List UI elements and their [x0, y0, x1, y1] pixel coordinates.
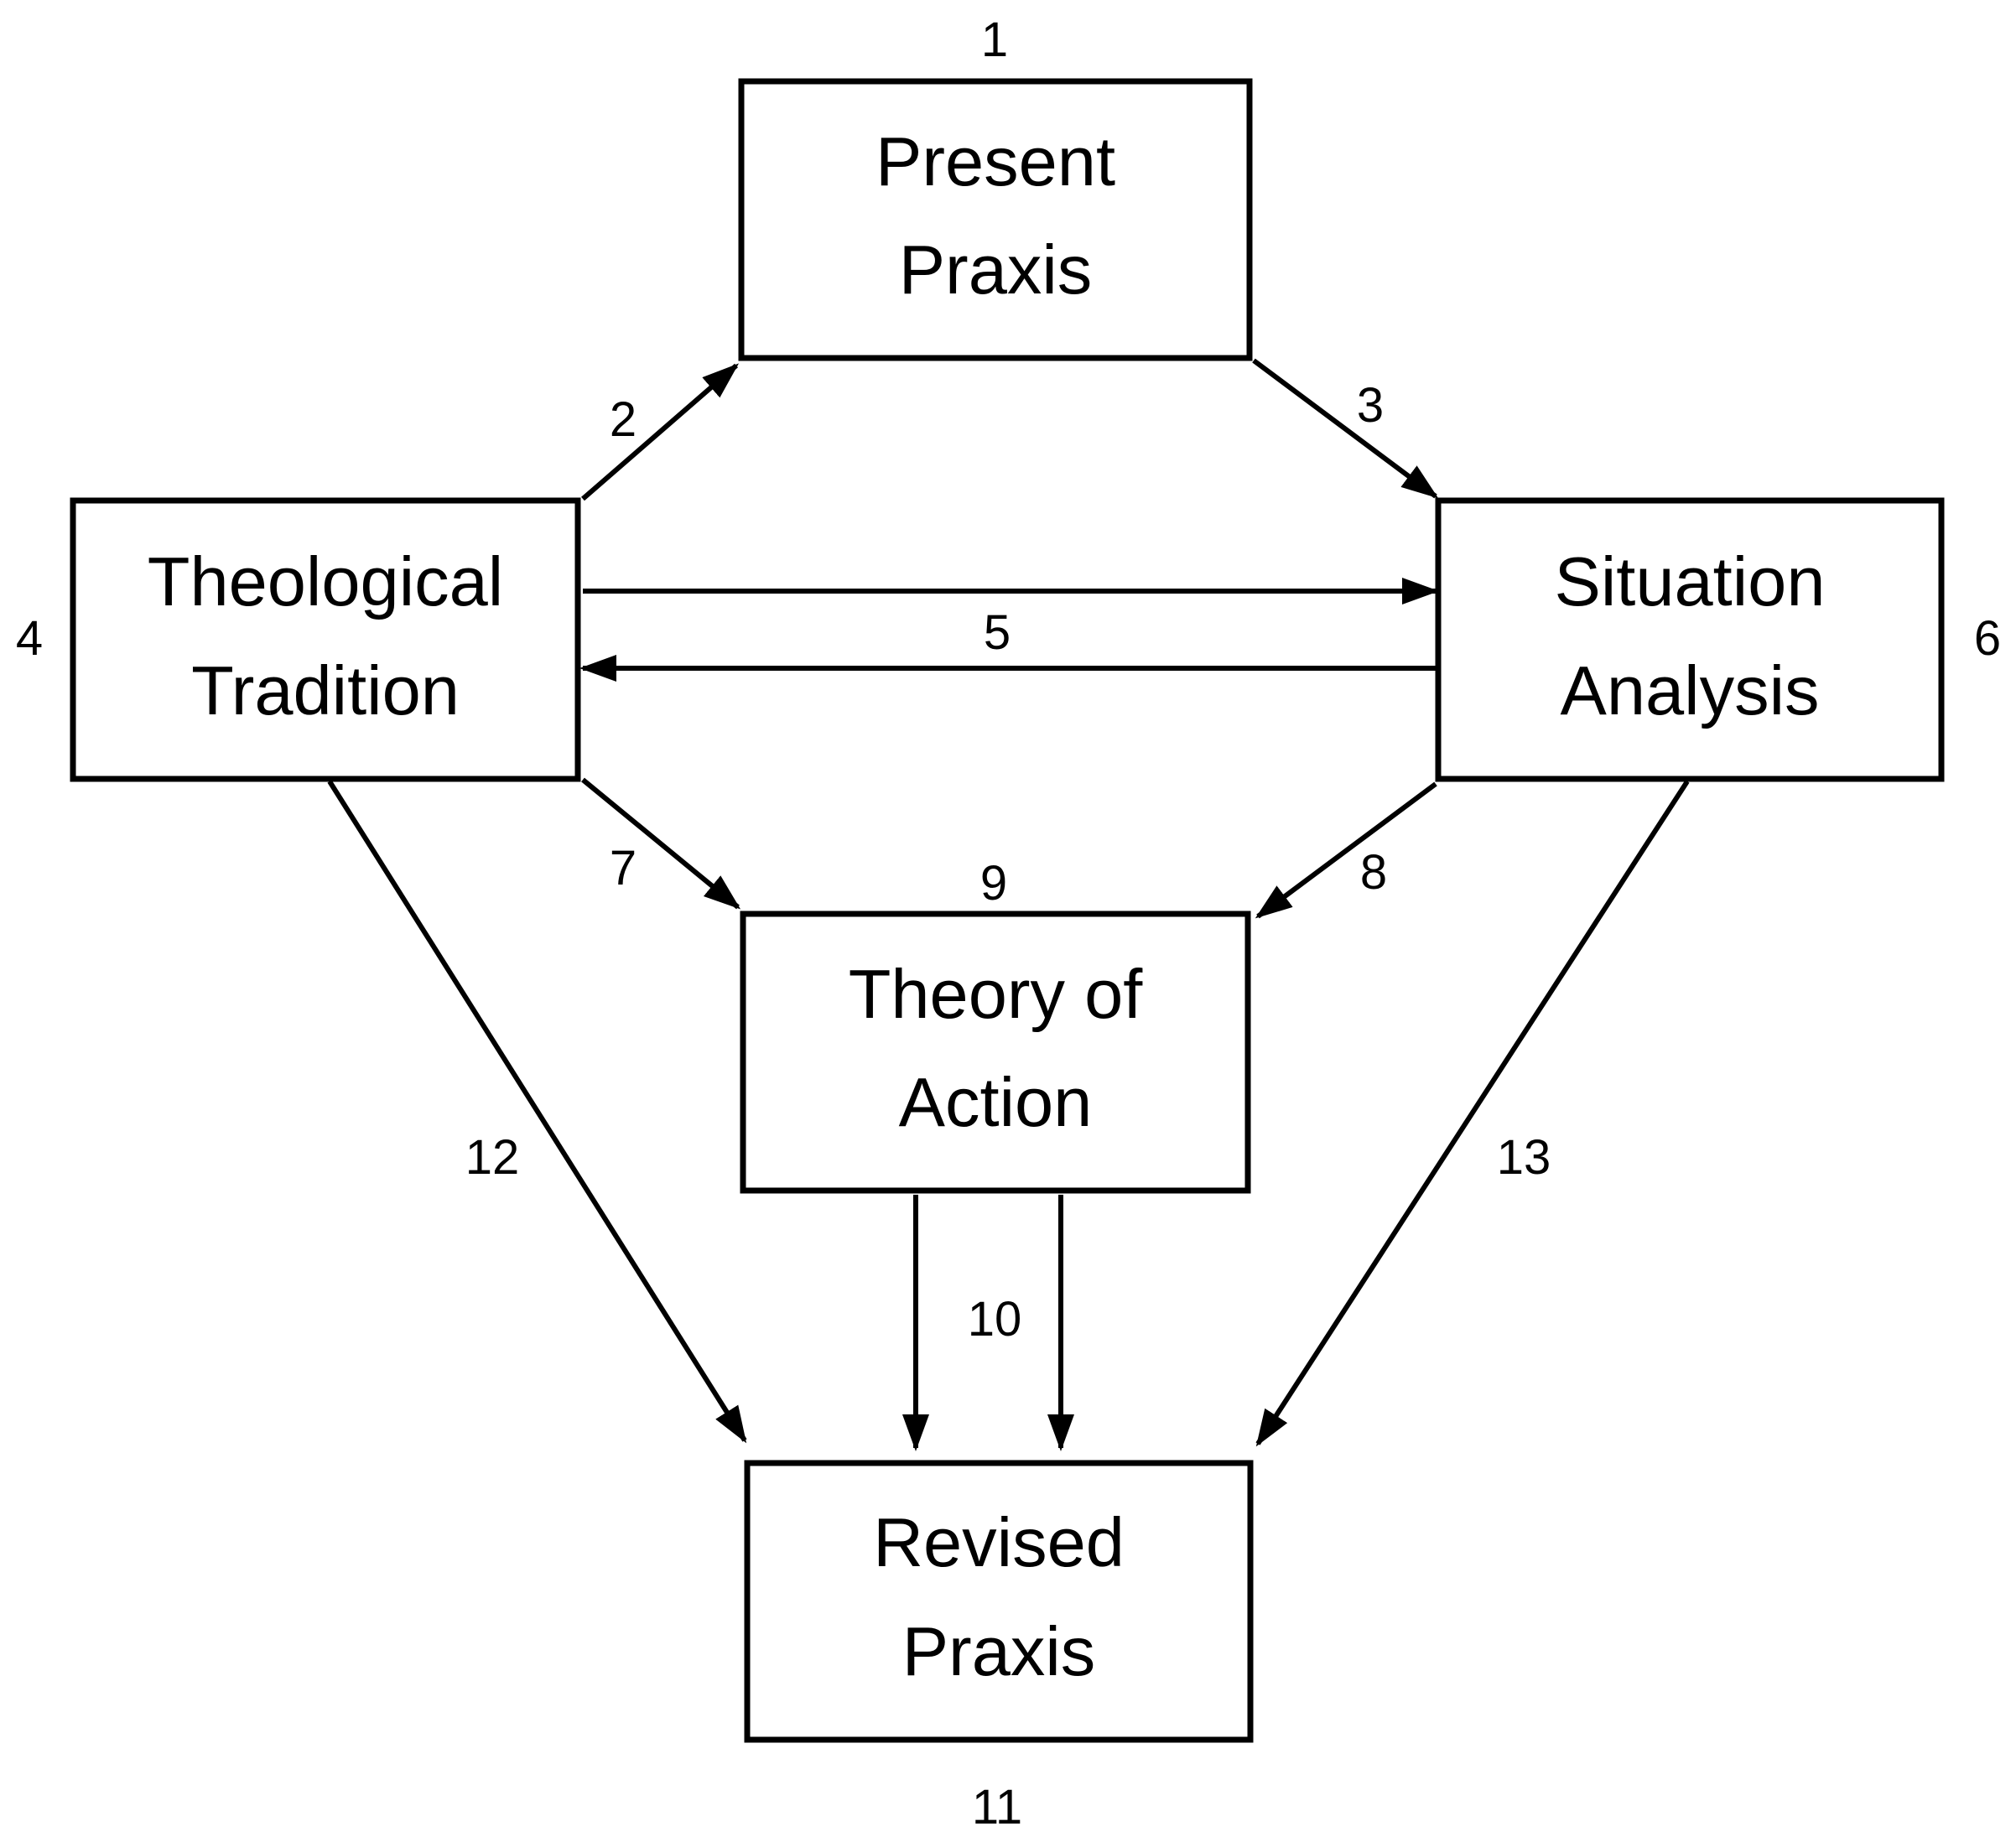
arrow-7 — [581, 777, 741, 910]
revised-praxis-line1: Revised — [873, 1503, 1125, 1581]
number-label-1: 1 — [981, 13, 1008, 67]
arrow-12 — [327, 780, 747, 1444]
number-label-8: 8 — [1360, 845, 1387, 900]
number-label-3: 3 — [1357, 378, 1384, 433]
number-label-9: 9 — [980, 856, 1007, 911]
node-theological-tradition: Theological Tradition — [70, 497, 581, 782]
situation-analysis-line2: Analysis — [1560, 651, 1819, 729]
arrow-2 — [581, 363, 740, 501]
number-label-10: 10 — [968, 1292, 1022, 1346]
theory-of-action-line2: Action — [899, 1063, 1093, 1141]
number-label-11: 11 — [972, 1780, 1022, 1834]
present-praxis-line1: Present — [876, 122, 1115, 200]
number-label-13: 13 — [1497, 1130, 1551, 1185]
arrow-13 — [1255, 780, 1690, 1447]
number-label-12: 12 — [465, 1130, 520, 1185]
theological-tradition-line1: Theological — [148, 542, 503, 620]
number-label-5: 5 — [984, 605, 1011, 660]
number-label-2: 2 — [610, 392, 636, 447]
node-situation-analysis: Situation Analysis — [1435, 497, 1945, 782]
arrow-8 — [1255, 781, 1437, 919]
theory-of-action-line1: Theory of — [849, 955, 1144, 1033]
present-praxis-line2: Praxis — [899, 231, 1093, 309]
number-label-4: 4 — [16, 611, 43, 666]
theological-tradition-line2: Tradition — [191, 651, 460, 729]
number-labels: 1 2 3 4 5 6 7 8 9 10 11 12 13 — [16, 13, 2001, 1834]
arrows — [327, 358, 1690, 1451]
arrow-3 — [1252, 358, 1439, 499]
number-label-6: 6 — [1974, 611, 2001, 666]
situation-analysis-line1: Situation — [1554, 542, 1825, 620]
node-revised-praxis: Revised Praxis — [744, 1460, 1254, 1743]
node-theory-of-action: Theory of Action — [740, 911, 1251, 1194]
node-present-praxis: Present Praxis — [738, 78, 1253, 361]
revised-praxis-line2: Praxis — [902, 1612, 1096, 1690]
number-label-7: 7 — [610, 841, 636, 895]
